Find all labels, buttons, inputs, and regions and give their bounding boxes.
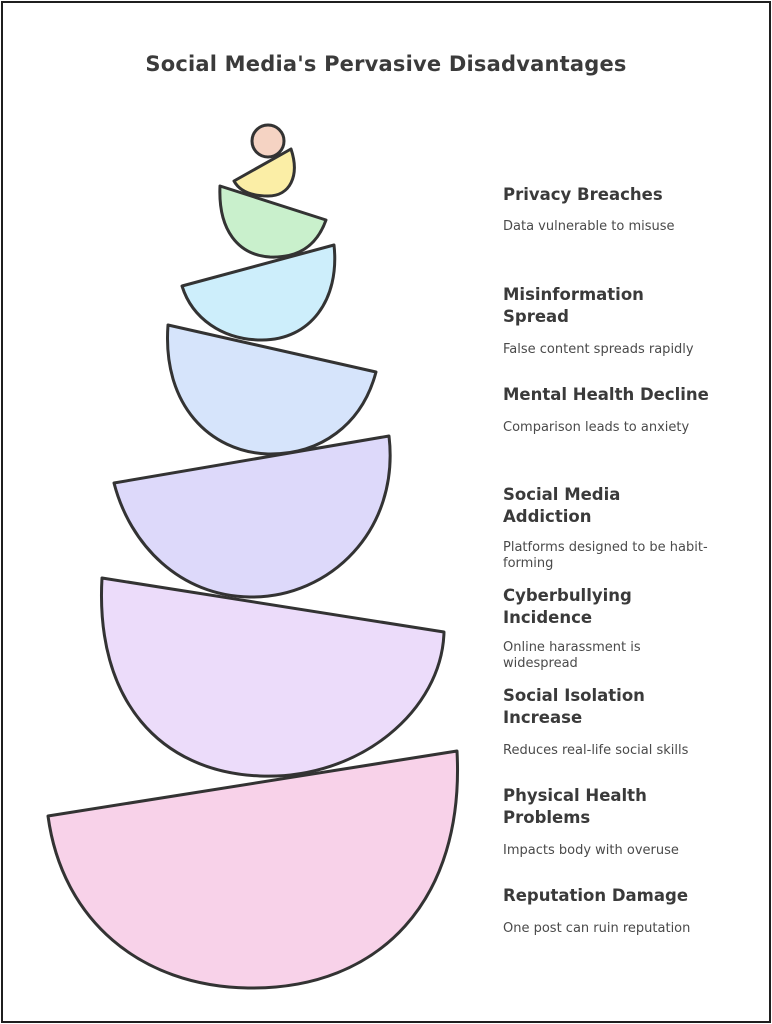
item-heading: Cyberbullying Incidence — [503, 586, 632, 627]
bowl-social-isolation — [99, 576, 446, 778]
list-item-mental-health-decline: Mental Health Decline Comparison leads t… — [503, 384, 728, 435]
bowl-mental-health — [166, 323, 378, 456]
list-item-cyberbullying-incidence: Cyberbullying Incidence Online harassmen… — [503, 585, 728, 671]
item-description: Reduces real-life social skills — [503, 743, 689, 758]
item-heading: Physical Health Problems — [503, 786, 647, 827]
item-description: One post can ruin reputation — [503, 921, 691, 936]
bowl-privacy-breaches — [218, 184, 328, 259]
item-description: Platforms designed to be habit-forming — [503, 540, 708, 571]
top-ball — [250, 123, 286, 159]
item-description: Impacts body with overuse — [503, 843, 679, 858]
item-heading: Reputation Damage — [503, 886, 689, 905]
bowl-top-small — [232, 147, 296, 198]
list-item-social-isolation-increase: Social Isolation Increase Reduces real-l… — [503, 685, 728, 758]
item-heading: Social Media Addiction — [503, 485, 621, 526]
list-item-physical-health-problems: Physical Health Problems Impacts body wi… — [503, 785, 728, 858]
bowl-social-media-addiction — [112, 434, 392, 599]
item-heading: Misinformation Spread — [503, 285, 644, 326]
item-description: Comparison leads to anxiety — [503, 420, 690, 435]
bowl-reputation-damage — [46, 749, 460, 990]
list-item-misinformation-spread: Misinformation Spread False content spre… — [503, 284, 728, 357]
list-item-reputation-damage: Reputation Damage One post can ruin repu… — [503, 885, 728, 936]
diagram-title: Social Media's Pervasive Disadvantages — [145, 52, 627, 76]
item-heading: Social Isolation Increase — [503, 686, 645, 727]
list-item-social-media-addiction: Social Media Addiction Platforms designe… — [503, 484, 728, 571]
item-heading: Mental Health Decline — [503, 385, 709, 404]
list-item-privacy-breaches: Privacy Breaches Data vulnerable to misu… — [503, 184, 728, 234]
item-heading: Privacy Breaches — [503, 185, 663, 204]
item-description: Data vulnerable to misuse — [503, 219, 675, 234]
item-description: Online harassment is widespread — [503, 640, 641, 671]
bowl-misinformation — [180, 243, 337, 342]
item-description: False content spreads rapidly — [503, 342, 694, 357]
